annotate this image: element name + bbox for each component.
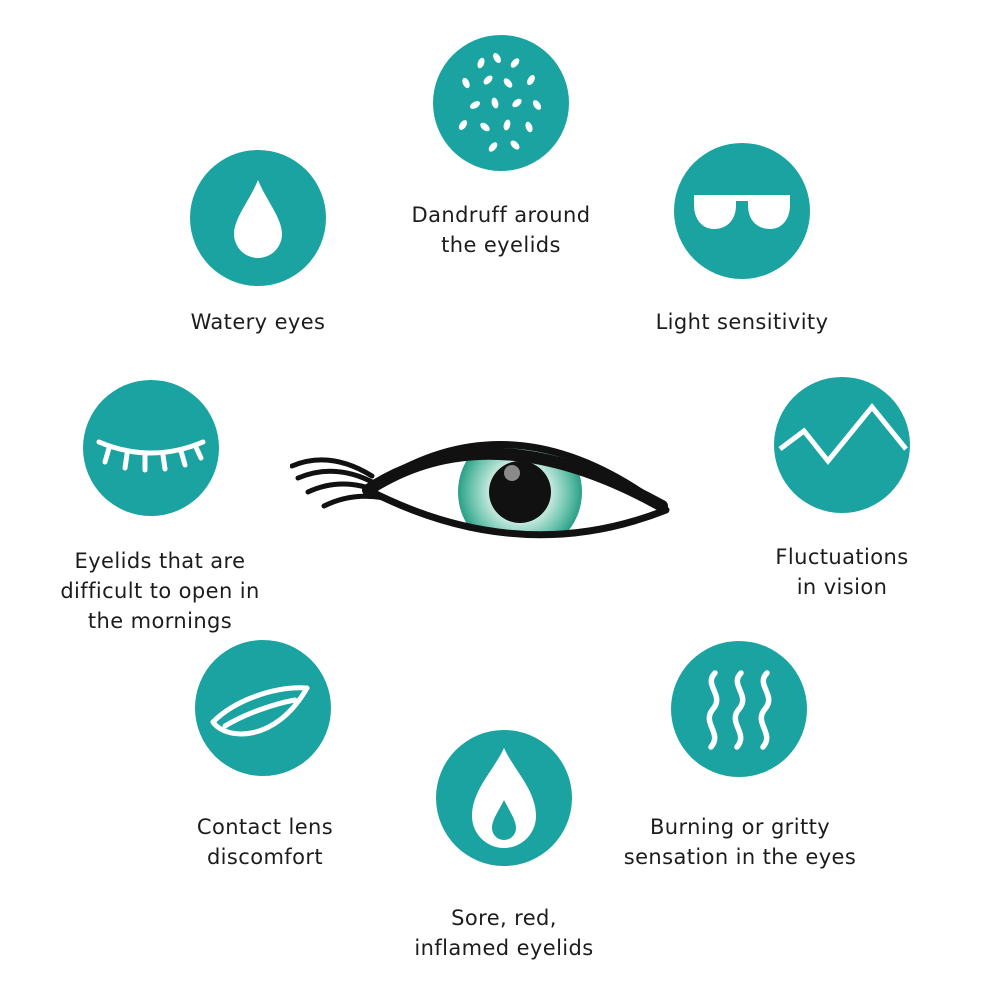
sore-eyelids-icon-circle [436, 730, 572, 866]
eyelids-label-line-1: Eyelids that are [74, 549, 246, 573]
heat-waves-icon [671, 641, 807, 777]
dandruff-label: Dandruff around the eyelids [370, 200, 632, 260]
eye-icon [290, 441, 670, 539]
light-sensitivity-icon-circle [674, 143, 810, 279]
contact-lens-label-line-1: Contact lens [196, 815, 334, 839]
watery-eyes-label-line-1: Watery eyes [190, 310, 326, 334]
burning-label-line-2: sensation in the eyes [623, 845, 857, 869]
watery-eyes-icon-circle [190, 150, 326, 286]
light-sensitivity-label: Light sensitivity [615, 307, 869, 337]
fluctuations-label: Fluctuations in vision [742, 542, 942, 602]
sore-eyelids-label: Sore, red, inflamed eyelids [380, 903, 628, 963]
fluctuations-label-line-2: in vision [796, 575, 888, 599]
watery-eyes-label: Watery eyes [140, 307, 376, 337]
contact-lens-icon [195, 640, 331, 776]
light-sensitivity-label-line-1: Light sensitivity [655, 310, 829, 334]
fluctuations-label-line-1: Fluctuations [775, 545, 909, 569]
contact-lens-label: Contact lens discomfort [160, 812, 370, 872]
flame-icon [436, 730, 572, 866]
eyelids-label-line-2: difficult to open in [60, 579, 260, 603]
dandruff-label-line-2: the eyelids [441, 233, 561, 257]
burning-label-line-1: Burning or gritty [649, 815, 831, 839]
sore-eyelids-label-line-2: inflamed eyelids [414, 936, 594, 960]
burning-icon-circle [671, 641, 807, 777]
eyelids-icon-circle [83, 380, 219, 516]
contact-lens-label-line-2: discomfort [206, 845, 324, 869]
dandruff-icon-circle [433, 35, 569, 171]
eyelids-label-line-3: the mornings [87, 609, 233, 633]
fluctuations-icon-circle [774, 377, 910, 513]
burning-label: Burning or gritty sensation in the eyes [600, 812, 880, 872]
water-drop-icon [190, 150, 326, 286]
sore-eyelids-label-line-1: Sore, red, [451, 906, 557, 930]
dandruff-label-line-1: Dandruff around [411, 203, 591, 227]
contact-lens-icon-circle [195, 640, 331, 776]
flakes-icon [433, 35, 569, 171]
closed-eye-lashes-icon [83, 380, 219, 516]
zigzag-line-icon [774, 377, 910, 513]
sunglasses-icon [674, 143, 810, 279]
eyelids-label: Eyelids that are difficult to open in th… [32, 546, 288, 636]
